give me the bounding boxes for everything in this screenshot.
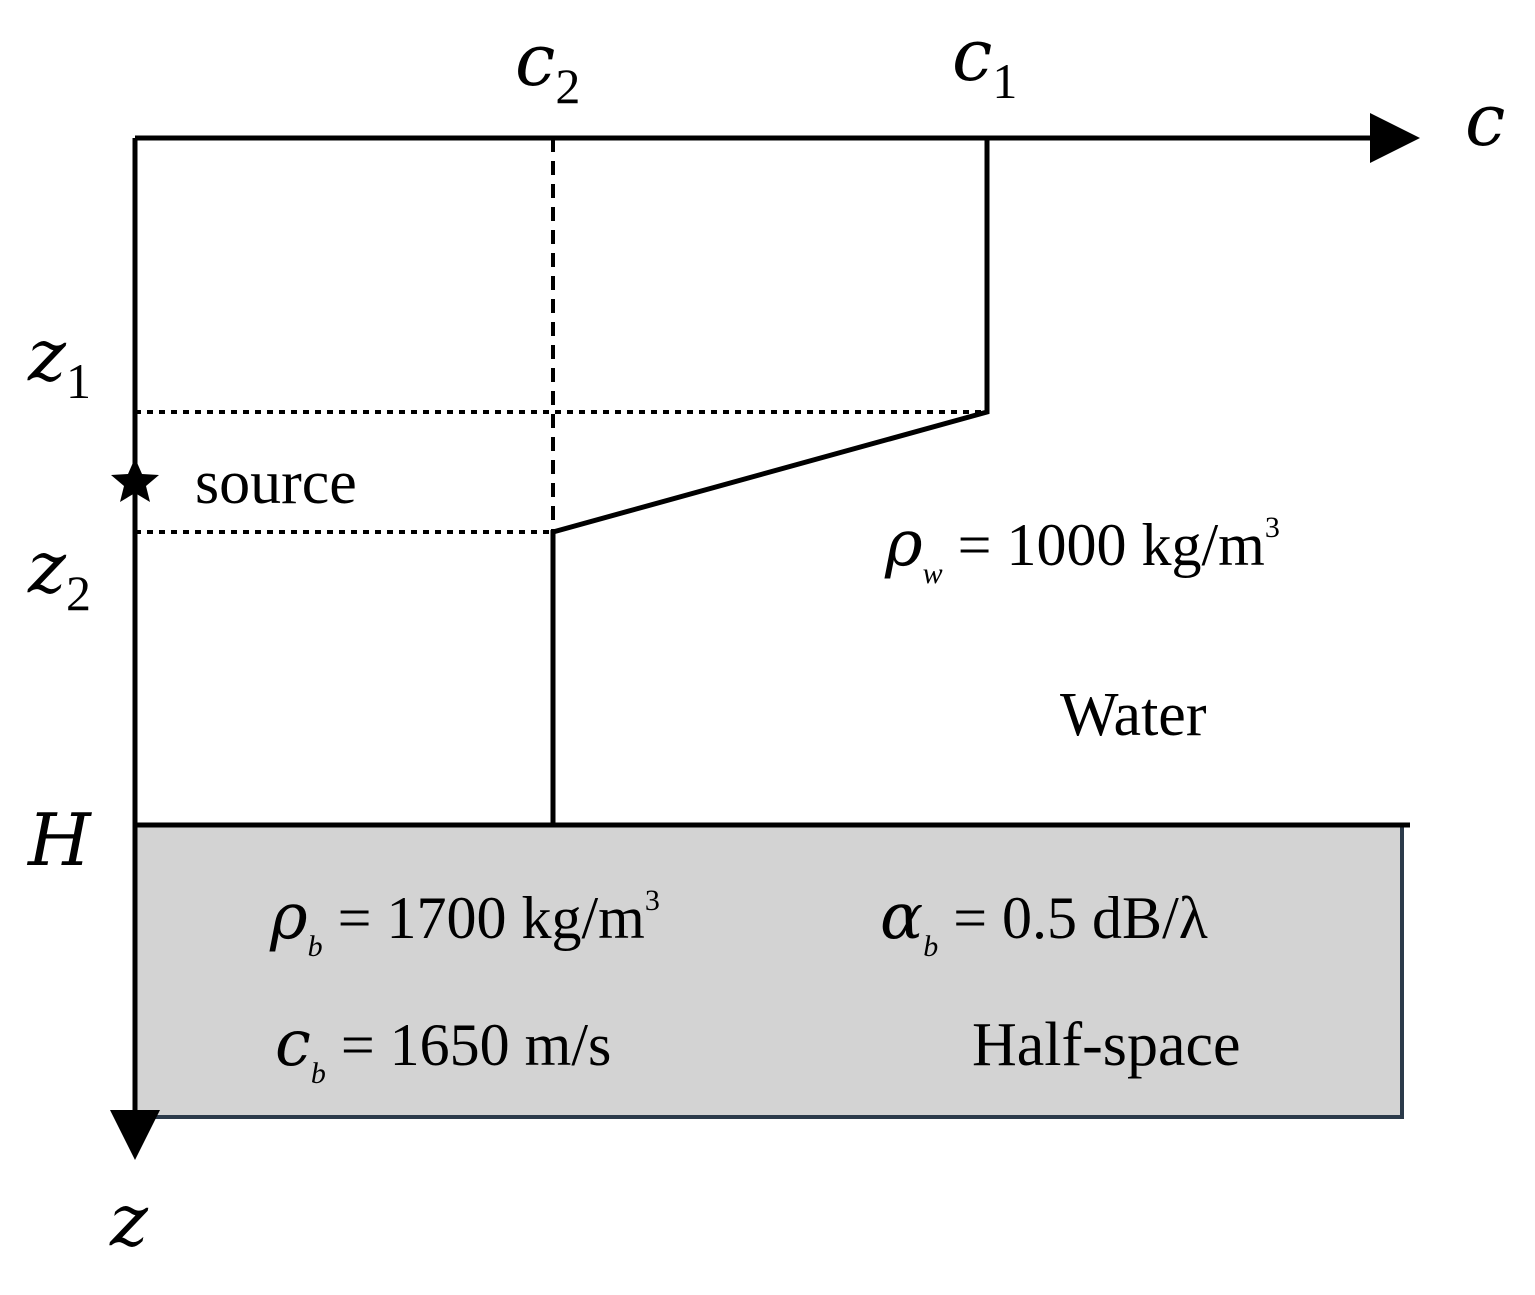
halfspace-region — [133, 823, 1404, 1119]
halfspace-attenuation: αb = 0.5 dB/λ — [880, 880, 1208, 963]
sound-speed-profile — [550, 138, 990, 825]
z2-label: z2 — [27, 525, 91, 621]
c2-label: c2 — [515, 18, 580, 114]
c1-label: c1 — [952, 13, 1017, 109]
water-label: Water — [1060, 681, 1207, 749]
halfspace-density: ρb = 1700 kg/m3 — [269, 880, 660, 963]
source-label: source — [195, 449, 357, 517]
h-label: H — [26, 798, 92, 882]
halfspace-label: Half-space — [972, 1011, 1241, 1079]
star-icon — [111, 458, 159, 502]
c-axis-label: c — [1465, 78, 1505, 162]
z-axis-label: z — [109, 1178, 149, 1262]
water-density: ρw = 1000 kg/m3 — [884, 507, 1280, 590]
halfspace-speed: cb = 1650 m/s — [275, 1007, 611, 1090]
z1-label: z1 — [27, 313, 91, 409]
